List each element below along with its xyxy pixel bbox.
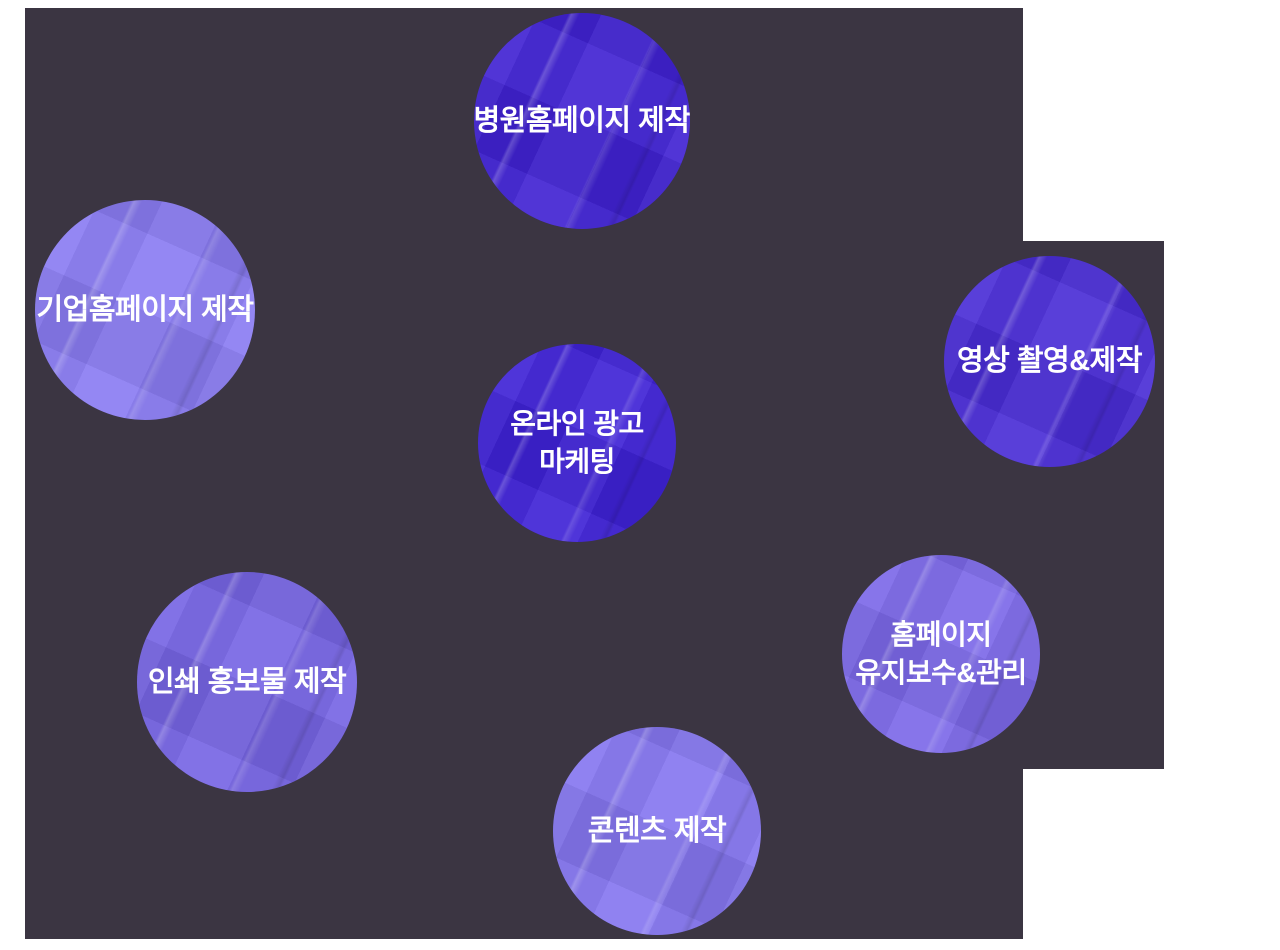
- service-circle-corporate-homepage: 기업홈페이지 제작: [35, 200, 255, 420]
- service-label-online-ad-marketing: 온라인 광고 마케팅: [510, 408, 644, 477]
- service-circle-online-ad-marketing: 온라인 광고 마케팅: [478, 344, 676, 542]
- service-circle-video-production: 영상 촬영&제작: [944, 256, 1155, 467]
- service-label-video-production: 영상 촬영&제작: [956, 345, 1143, 378]
- service-label-print-production: 인쇄 홍보물 제작: [147, 665, 347, 698]
- service-circle-homepage-maintenance: 홈페이지 유지보수&관리: [842, 555, 1040, 753]
- service-circle-content-production: 콘텐츠 제작: [553, 727, 761, 935]
- service-label-corporate-homepage: 기업홈페이지 제작: [36, 293, 255, 326]
- service-circle-print-production: 인쇄 홍보물 제작: [137, 572, 357, 792]
- service-circle-hospital-homepage: 병원홈페이지 제작: [474, 13, 690, 229]
- service-label-homepage-maintenance: 홈페이지 유지보수&관리: [855, 619, 1027, 688]
- service-label-content-production: 콘텐츠 제작: [587, 814, 727, 847]
- service-label-hospital-homepage: 병원홈페이지 제작: [474, 104, 690, 137]
